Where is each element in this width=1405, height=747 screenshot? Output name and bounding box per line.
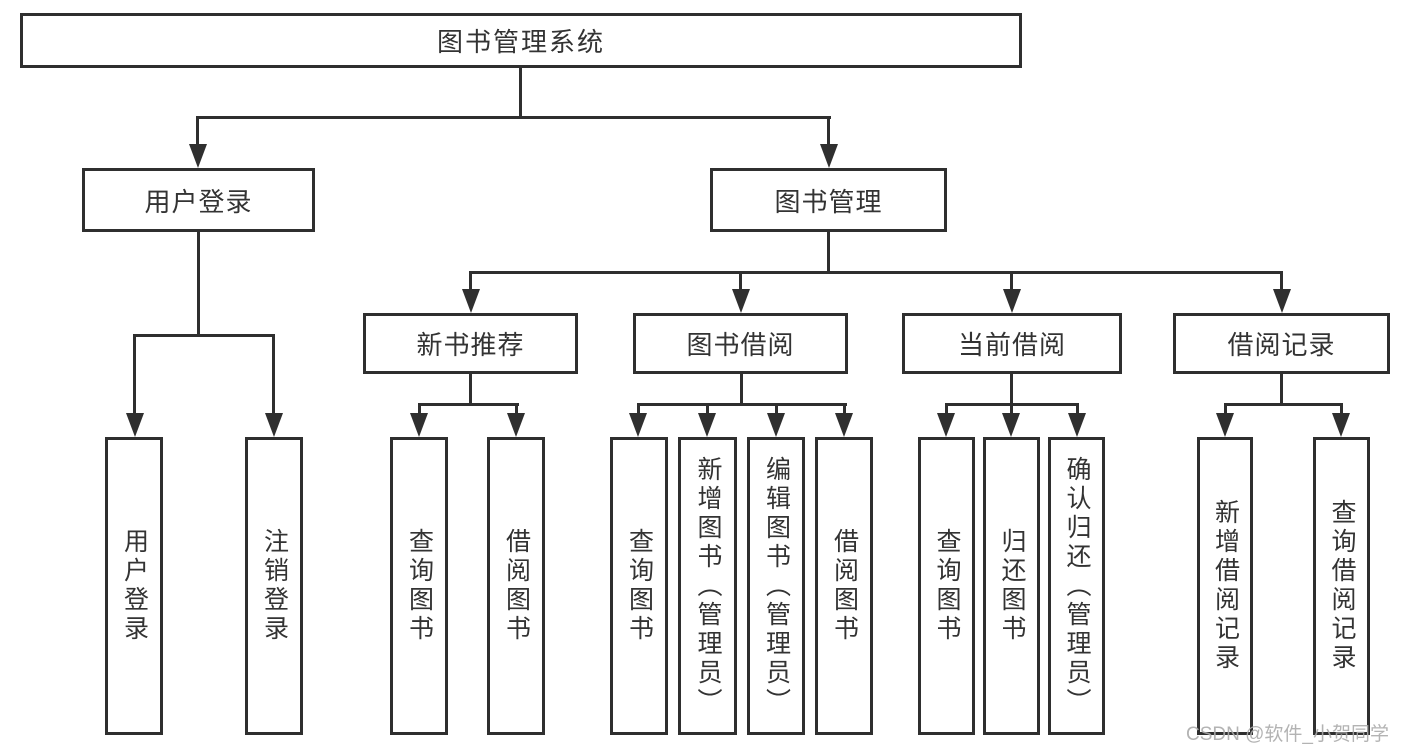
node-root-label: 图书管理系统 bbox=[436, 27, 605, 57]
connector-newbooks-split bbox=[418, 403, 519, 406]
leaf-query-borrow-record: 查询借阅记录 bbox=[1313, 437, 1370, 735]
connector-borrow-drop-2 bbox=[706, 403, 709, 415]
connector-current-drop-1 bbox=[945, 403, 948, 415]
connector-user-drop-2 bbox=[272, 334, 275, 415]
arrowhead-borrow-leaf-1 bbox=[629, 413, 647, 437]
arrowhead-current-leaf-2 bbox=[1002, 413, 1020, 437]
arrowhead-current-leaf-1 bbox=[937, 413, 955, 437]
arrowhead-newbooks-leaf-2 bbox=[507, 413, 525, 437]
node-book-borrow-label: 图书借阅 bbox=[686, 330, 795, 360]
node-current-borrow-label: 当前借阅 bbox=[957, 330, 1066, 360]
connector-user-drop-1 bbox=[133, 334, 136, 415]
connector-user-stem bbox=[197, 231, 200, 337]
node-book-borrow: 图书借阅 bbox=[633, 313, 848, 374]
arrowhead-leaf-logout bbox=[265, 413, 283, 437]
connector-mgmt-stem bbox=[827, 231, 830, 273]
connector-mgmt-drop-4 bbox=[1280, 271, 1283, 291]
leaf-borrow-books: 借阅图书 bbox=[815, 437, 873, 735]
node-book-mgmt: 图书管理 bbox=[710, 168, 947, 232]
leaf-query-books-recommend-label: 查询图书 bbox=[405, 528, 434, 644]
leaf-borrow-books-label: 借阅图书 bbox=[830, 528, 859, 644]
csdn-watermark: CSDN @软件_小贺同学 bbox=[1186, 724, 1389, 745]
arrowhead-borrow-leaf-2 bbox=[698, 413, 716, 437]
connector-current-drop-2 bbox=[1010, 403, 1013, 415]
arrowhead-borrow-records bbox=[1273, 289, 1291, 313]
connector-mgmt-drop-2 bbox=[739, 271, 742, 291]
leaf-return-book-label: 归还图书 bbox=[998, 528, 1026, 644]
arrowhead-new-books bbox=[462, 289, 480, 313]
node-borrow-records: 借阅记录 bbox=[1173, 313, 1390, 374]
connector-current-drop-3 bbox=[1076, 403, 1079, 415]
leaf-logout-label: 注销登录 bbox=[260, 528, 289, 644]
node-user-login-label: 用户登录 bbox=[144, 186, 253, 217]
arrowhead-user-login bbox=[189, 144, 207, 168]
connector-mgmt-split bbox=[469, 271, 1283, 274]
leaf-query-borrow-record-label: 查询借阅记录 bbox=[1328, 499, 1356, 673]
arrowhead-book-mgmt bbox=[820, 144, 838, 168]
node-borrow-records-label: 借阅记录 bbox=[1227, 330, 1336, 360]
leaf-borrow-books-recommend: 借阅图书 bbox=[487, 437, 545, 735]
leaf-add-book-admin: 新增图书（管理员） bbox=[678, 437, 737, 735]
connector-newbooks-drop-1 bbox=[418, 403, 421, 415]
connector-records-stem bbox=[1280, 372, 1283, 406]
leaf-logout: 注销登录 bbox=[245, 437, 303, 735]
node-book-mgmt-label: 图书管理 bbox=[774, 186, 883, 217]
connector-root-split bbox=[196, 116, 831, 119]
connector-borrow-drop-3 bbox=[775, 403, 778, 415]
connector-root-left-drop bbox=[196, 116, 199, 146]
arrowhead-current-borrow bbox=[1003, 289, 1021, 313]
arrowhead-newbooks-leaf-1 bbox=[410, 413, 428, 437]
connector-borrow-stem bbox=[740, 372, 743, 406]
leaf-add-book-admin-label: 新增图书（管理员） bbox=[694, 455, 722, 717]
leaf-query-books-recommend: 查询图书 bbox=[390, 437, 448, 735]
connector-records-split bbox=[1224, 403, 1343, 406]
node-new-books-label: 新书推荐 bbox=[416, 330, 525, 360]
leaf-confirm-return-admin-label: 确认归还（管理员） bbox=[1063, 455, 1091, 717]
arrowhead-current-leaf-3 bbox=[1068, 413, 1086, 437]
arrowhead-book-borrow bbox=[732, 289, 750, 313]
leaf-add-borrow-record: 新增借阅记录 bbox=[1197, 437, 1253, 735]
connector-root-right-drop bbox=[827, 116, 830, 146]
arrowhead-leaf-user-login bbox=[126, 413, 144, 437]
leaf-edit-book-admin: 编辑图书（管理员） bbox=[747, 437, 805, 735]
connector-records-drop-1 bbox=[1224, 403, 1227, 415]
connector-borrow-drop-4 bbox=[843, 403, 846, 415]
leaf-query-books-borrow-label: 查询图书 bbox=[625, 528, 654, 644]
node-user-login: 用户登录 bbox=[82, 168, 315, 232]
node-current-borrow: 当前借阅 bbox=[902, 313, 1122, 374]
leaf-return-book: 归还图书 bbox=[983, 437, 1040, 735]
leaf-borrow-books-recommend-label: 借阅图书 bbox=[502, 528, 531, 644]
connector-current-stem bbox=[1010, 372, 1013, 406]
leaf-add-borrow-record-label: 新增借阅记录 bbox=[1211, 499, 1240, 673]
connector-mgmt-drop-3 bbox=[1010, 271, 1013, 291]
connector-newbooks-drop-2 bbox=[515, 403, 518, 415]
connector-borrow-split bbox=[637, 403, 847, 406]
connector-records-drop-2 bbox=[1340, 403, 1343, 415]
connector-newbooks-stem bbox=[469, 372, 472, 406]
leaf-confirm-return-admin: 确认归还（管理员） bbox=[1048, 437, 1105, 735]
arrowhead-borrow-leaf-3 bbox=[767, 413, 785, 437]
node-new-books: 新书推荐 bbox=[363, 313, 578, 374]
arrowhead-borrow-leaf-4 bbox=[835, 413, 853, 437]
connector-mgmt-drop-1 bbox=[469, 271, 472, 291]
connector-user-split bbox=[133, 334, 275, 337]
leaf-user-login-label: 用户登录 bbox=[120, 528, 149, 644]
leaf-query-books-current: 查询图书 bbox=[918, 437, 975, 735]
leaf-query-books-current-label: 查询图书 bbox=[933, 528, 961, 644]
connector-borrow-drop-1 bbox=[637, 403, 640, 415]
leaf-edit-book-admin-label: 编辑图书（管理员） bbox=[762, 455, 791, 717]
leaf-query-books-borrow: 查询图书 bbox=[610, 437, 668, 735]
connector-root-stem bbox=[519, 67, 522, 118]
leaf-user-login: 用户登录 bbox=[105, 437, 163, 735]
arrowhead-records-leaf-2 bbox=[1332, 413, 1350, 437]
node-root: 图书管理系统 bbox=[20, 13, 1022, 68]
arrowhead-records-leaf-1 bbox=[1216, 413, 1234, 437]
